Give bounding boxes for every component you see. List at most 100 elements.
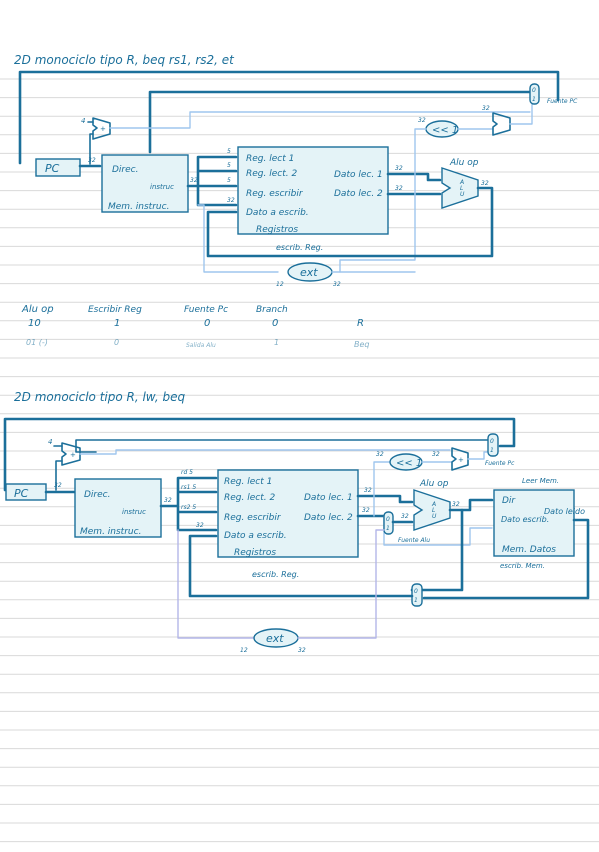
alu-1 bbox=[441, 167, 479, 209]
mux-1: 1 bbox=[386, 525, 390, 532]
alu-op-label-1: Alu op bbox=[449, 158, 479, 168]
bit-label: 32 bbox=[418, 117, 426, 124]
wire-branch-out bbox=[509, 103, 533, 125]
bit-label: 32 bbox=[395, 185, 403, 192]
bit-label: 32 bbox=[333, 281, 341, 288]
bit-label: 32 bbox=[364, 487, 372, 494]
reg-read2: Reg. lect. 2 bbox=[224, 493, 275, 503]
diagram-1: 2D monociclo tipo R, beq rs1, rs2, et PC… bbox=[14, 53, 578, 288]
mux-0: 0 bbox=[386, 516, 390, 523]
adder-branch-2 bbox=[451, 447, 469, 471]
reg-data: Dato a escrib. bbox=[224, 531, 287, 541]
table-cell: 0 bbox=[114, 338, 119, 347]
alu-a: A bbox=[431, 501, 436, 508]
bit-label: 5 bbox=[227, 162, 231, 169]
imem-instr: instruc bbox=[122, 508, 146, 516]
wire-instr-ext-2 bbox=[177, 529, 257, 639]
mux-1: 1 bbox=[414, 597, 418, 604]
table-header: Alu op bbox=[21, 304, 54, 315]
pc-register-1 bbox=[35, 158, 81, 177]
wire-pc4-out-2 bbox=[79, 449, 451, 455]
bit-label: 32 bbox=[452, 501, 460, 508]
alu-op-label-2: Alu op bbox=[419, 479, 449, 489]
shift-label-1: << 1 bbox=[432, 125, 458, 136]
bit-label: 32 bbox=[376, 451, 384, 458]
table-cell: 1 bbox=[274, 338, 279, 347]
imem-addr: Direc. bbox=[84, 490, 110, 500]
reg-write: Reg. escribir bbox=[224, 513, 282, 523]
reg-data: Dato a escrib. bbox=[246, 208, 309, 218]
mux-pc-1 bbox=[529, 83, 540, 105]
wire-adder-in-2 bbox=[53, 445, 63, 491]
bit-label: 4 bbox=[48, 438, 52, 446]
adder-branch-1 bbox=[492, 112, 511, 136]
pc-label-1: PC bbox=[45, 162, 60, 175]
wire-shift bbox=[414, 128, 494, 195]
reg-out2: Dato lec. 2 bbox=[304, 513, 353, 523]
adder-plus: + bbox=[458, 456, 464, 464]
mux-0: 0 bbox=[532, 87, 536, 94]
ext-label-1: ext bbox=[300, 266, 318, 279]
bit-label: 5 bbox=[227, 177, 231, 184]
escrib-reg-2: escrib. Reg. bbox=[252, 570, 299, 579]
mux-0: 0 bbox=[414, 588, 418, 595]
dmem-dato-escrib: Dato escrib. bbox=[501, 515, 549, 524]
shift-label-2: << 1 bbox=[396, 458, 422, 469]
table-cell: R bbox=[357, 318, 364, 329]
imem-addr: Direc. bbox=[112, 165, 138, 175]
alu-2 bbox=[413, 489, 451, 531]
wire-top2-2 bbox=[75, 439, 489, 453]
table-header: Branch bbox=[256, 305, 288, 315]
adder-pc4-1 bbox=[92, 117, 111, 140]
mux-1: 1 bbox=[490, 447, 494, 454]
wire-alu-wbmux bbox=[410, 508, 464, 592]
register-file-2 bbox=[217, 469, 359, 558]
bit-label: 32 bbox=[227, 197, 235, 204]
bit-label: 32 bbox=[481, 180, 489, 187]
dmem-name: Mem. Datos bbox=[502, 545, 556, 555]
table-header: Escribir Reg bbox=[88, 305, 142, 315]
wire-dmem-wbmux bbox=[422, 518, 590, 600]
alu-u: U bbox=[460, 191, 465, 198]
instruction-memory-1 bbox=[101, 154, 189, 213]
mux-pc-2 bbox=[487, 433, 499, 457]
leer-mem: Leer Mem. bbox=[522, 477, 559, 485]
bit-label: 32 bbox=[88, 157, 96, 164]
table-cell: 01 (-) bbox=[26, 338, 48, 347]
table-cell: Beq bbox=[354, 340, 370, 349]
dmem-dato-leido: Dato leido bbox=[544, 507, 585, 516]
reg-write: Reg. escribir bbox=[246, 189, 304, 199]
bit-label: rd 5 bbox=[181, 469, 193, 476]
bit-label: 32 bbox=[482, 105, 490, 112]
bit-label: 32 bbox=[395, 165, 403, 172]
mux-0: 0 bbox=[490, 438, 494, 445]
bit-label: 4 bbox=[81, 117, 85, 125]
bit-label: 32 bbox=[54, 482, 62, 489]
bit-label: 12 bbox=[240, 647, 248, 654]
wire-pc-loop-2 bbox=[3, 417, 516, 492]
wire-reg-alu-1 bbox=[386, 172, 442, 196]
fuente-alu: Fuente Alu bbox=[398, 537, 430, 544]
pc-label-2: PC bbox=[14, 487, 29, 500]
escrib-mem: escrib. Mem. bbox=[500, 562, 545, 570]
register-file-1 bbox=[237, 146, 389, 235]
table-cell: 0 bbox=[272, 318, 278, 329]
bit-label: 32 bbox=[298, 647, 306, 654]
wire-reg2-shift bbox=[373, 461, 391, 517]
fuente-pc-1: Fuente PC bbox=[547, 98, 578, 105]
reg-out1: Dato lec. 1 bbox=[334, 170, 383, 180]
reg-name: Registros bbox=[234, 548, 276, 558]
imem-name: Mem. instruc. bbox=[80, 527, 141, 537]
reg-read2: Reg. lect. 2 bbox=[246, 169, 297, 179]
wire-top2 bbox=[148, 90, 532, 154]
imem-instr: instruc bbox=[150, 183, 174, 191]
bit-label: 32 bbox=[401, 513, 409, 520]
reg-read1: Reg. lect 1 bbox=[224, 477, 272, 487]
ext-label-2: ext bbox=[266, 632, 284, 645]
wire-alu-dmem bbox=[448, 498, 494, 512]
wire-reg2-down bbox=[339, 193, 416, 273]
fuente-pc-2: Fuente Pc bbox=[485, 460, 515, 467]
wire-adder-in bbox=[87, 121, 94, 165]
